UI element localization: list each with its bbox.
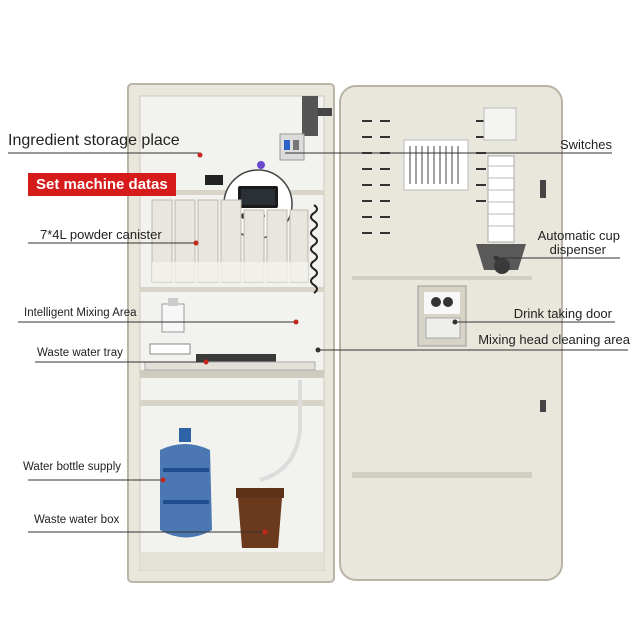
- waste-box: [236, 488, 284, 548]
- marker-dot: [262, 529, 268, 535]
- cup-dispenser: [476, 107, 526, 274]
- label-intelligent-mixing: Intelligent Mixing Area: [24, 307, 137, 319]
- leader-lines: [8, 152, 628, 533]
- label-powder-canister: 7*4L powder canister: [40, 227, 162, 242]
- label-waste-water-tray: Waste water tray: [37, 347, 123, 359]
- drink-door: [417, 285, 467, 347]
- label-automatic-cup-1: Automatic cup: [537, 228, 620, 243]
- powder-canisters: [151, 199, 309, 283]
- label-set-machine-datas: Set machine datas: [28, 173, 176, 196]
- label-mixing-head-cleaning: Mixing head cleaning area: [478, 332, 630, 347]
- label-ingredient-storage: Ingredient storage place: [8, 132, 180, 149]
- label-switches: Switches: [559, 137, 612, 152]
- marker-dot: [493, 255, 499, 261]
- marker-dot: [193, 240, 199, 246]
- right-door: [339, 85, 563, 581]
- marker-dot: [293, 319, 299, 325]
- marker-dot: [452, 319, 458, 325]
- marker-dot: [197, 152, 203, 158]
- marker-dot: [315, 347, 321, 353]
- label-automatic-cup-2: dispenser: [549, 242, 606, 257]
- label-water-bottle-supply: Water bottle supply: [23, 461, 122, 473]
- label-drink-taking-door: Drink taking door: [513, 306, 612, 321]
- marker-dot: [203, 359, 209, 365]
- marker-dot: [160, 477, 166, 483]
- water-bottle: [160, 428, 212, 538]
- label-waste-water-box: Waste water box: [34, 514, 120, 526]
- left-cabinet: [127, 83, 335, 583]
